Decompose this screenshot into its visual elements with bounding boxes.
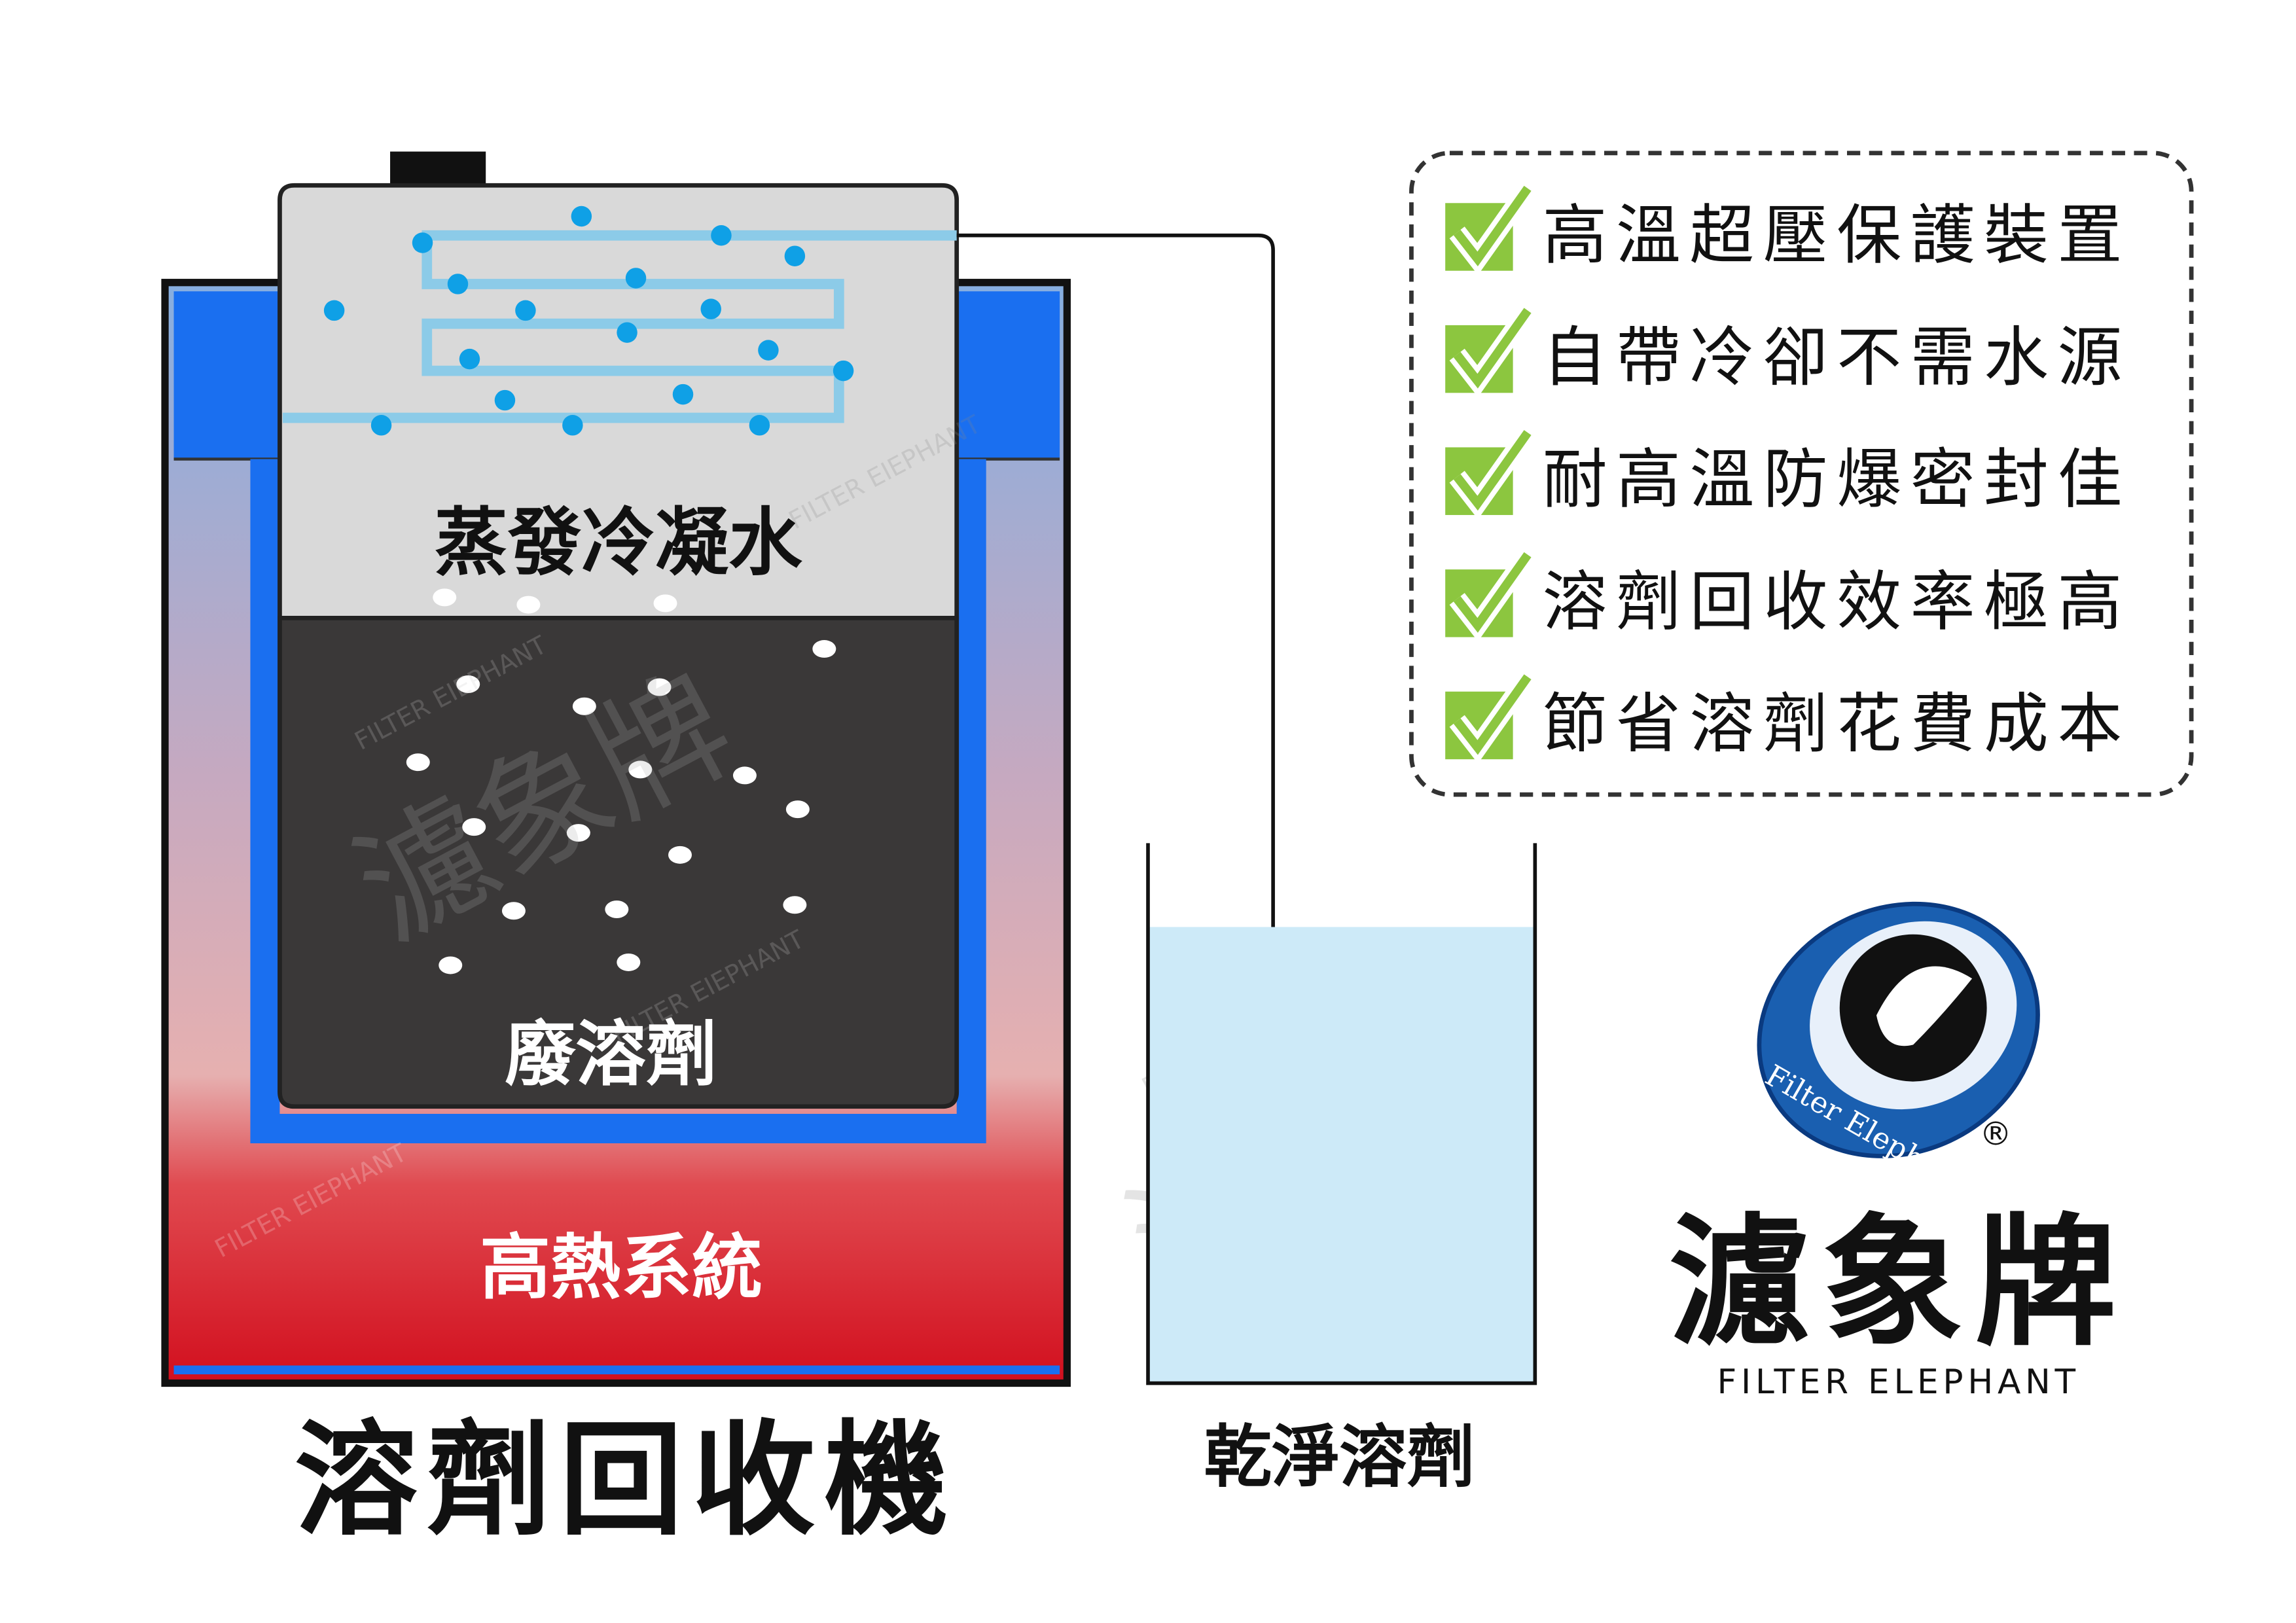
solvent-bubble bbox=[628, 760, 653, 779]
vapor-bubble bbox=[494, 389, 516, 411]
registered-mark: ® bbox=[1979, 1115, 2011, 1152]
chamber-cap bbox=[390, 151, 486, 187]
vapor-bubble bbox=[447, 274, 469, 294]
feature-item: 高溫超壓保護裝置 bbox=[1445, 183, 2131, 276]
vapor-bubble bbox=[562, 415, 583, 436]
checkmark-icon bbox=[1445, 183, 1536, 276]
solvent-bubble bbox=[433, 588, 457, 607]
vapor-bubble bbox=[617, 322, 637, 343]
checkmark-icon bbox=[1445, 304, 1536, 397]
brand-name-cn: 濾象牌 bbox=[1669, 1199, 2128, 1365]
solvent-bubble bbox=[439, 956, 463, 974]
checkmark-icon bbox=[1445, 427, 1536, 520]
solvent-bubble bbox=[647, 678, 672, 696]
feature-label: 耐高溫防爆密封佳 bbox=[1543, 442, 2131, 518]
vapor-bubble bbox=[515, 300, 536, 321]
solvent-bubble bbox=[668, 846, 692, 864]
solvent-bubble bbox=[572, 697, 596, 715]
clean-solvent-label: 乾淨溶劑 bbox=[1204, 1418, 1475, 1497]
vapor-bubbles bbox=[323, 205, 854, 436]
feature-label: 溶劑回收效率極高 bbox=[1543, 564, 2131, 639]
solvent-bubble bbox=[456, 675, 480, 694]
vapor-bubble bbox=[625, 268, 647, 289]
feature-label: 節省溶劑花費成本 bbox=[1543, 687, 2131, 762]
vapor-bubble bbox=[459, 348, 480, 370]
machine-title: 溶劑回收機 bbox=[295, 1408, 957, 1552]
vapor-bubble bbox=[370, 415, 392, 436]
condenser-coil bbox=[282, 230, 957, 423]
condensate-label: 蒸發冷凝水 bbox=[435, 499, 803, 586]
feature-item: 溶劑回收效率極高 bbox=[1445, 549, 2131, 642]
checkmark-icon bbox=[1445, 549, 1536, 642]
waste-solvent-label: 廢溶劑 bbox=[505, 1013, 717, 1096]
brand-name-en: FILTER ELEPHANT bbox=[1717, 1363, 2080, 1402]
brand-logo: Filter Elephant ® bbox=[1757, 901, 2040, 1201]
inner-blue-vessel bbox=[250, 459, 986, 1144]
solvent-bubbles bbox=[406, 588, 836, 974]
vapor-bubble bbox=[833, 360, 854, 382]
vapor-bubble bbox=[784, 245, 806, 266]
solvent-bubble bbox=[617, 953, 641, 971]
solvent-bubble bbox=[812, 640, 836, 658]
vapor-bubble bbox=[700, 298, 721, 319]
solvent-bubble bbox=[516, 596, 541, 614]
heater-label: 高熱系統 bbox=[480, 1226, 762, 1309]
feature-item: 節省溶劑花費成本 bbox=[1445, 671, 2131, 764]
clean-solvent-beaker bbox=[1146, 843, 1537, 1385]
solvent-bubble bbox=[783, 896, 807, 914]
vapor-bubble bbox=[758, 340, 779, 361]
feature-item: 耐高溫防爆密封佳 bbox=[1445, 427, 2131, 520]
solvent-bubble bbox=[462, 818, 486, 836]
vapor-bubble bbox=[711, 225, 732, 246]
vapor-bubble bbox=[412, 232, 433, 253]
feature-item: 自帶冷卻不需水源 bbox=[1445, 304, 2131, 397]
solvent-bubble bbox=[653, 594, 677, 613]
outlet-pipe-arrow bbox=[956, 233, 1285, 1035]
vapor-bubble bbox=[571, 205, 592, 227]
vapor-bubble bbox=[323, 300, 345, 321]
vapor-bubble bbox=[749, 415, 770, 436]
feature-label: 自帶冷卻不需水源 bbox=[1543, 320, 2131, 395]
recovery-chamber bbox=[278, 151, 960, 1109]
checkmark-icon bbox=[1445, 671, 1536, 764]
solvent-bubble bbox=[785, 800, 810, 819]
solvent-bubble bbox=[605, 901, 629, 919]
vapor-bubble bbox=[672, 383, 694, 405]
solvent-bubble bbox=[566, 824, 590, 842]
feature-label: 高溫超壓保護裝置 bbox=[1543, 198, 2131, 273]
solvent-bubble bbox=[501, 902, 526, 920]
solvent-bubble bbox=[732, 766, 757, 785]
solvent-bubble bbox=[406, 753, 430, 772]
